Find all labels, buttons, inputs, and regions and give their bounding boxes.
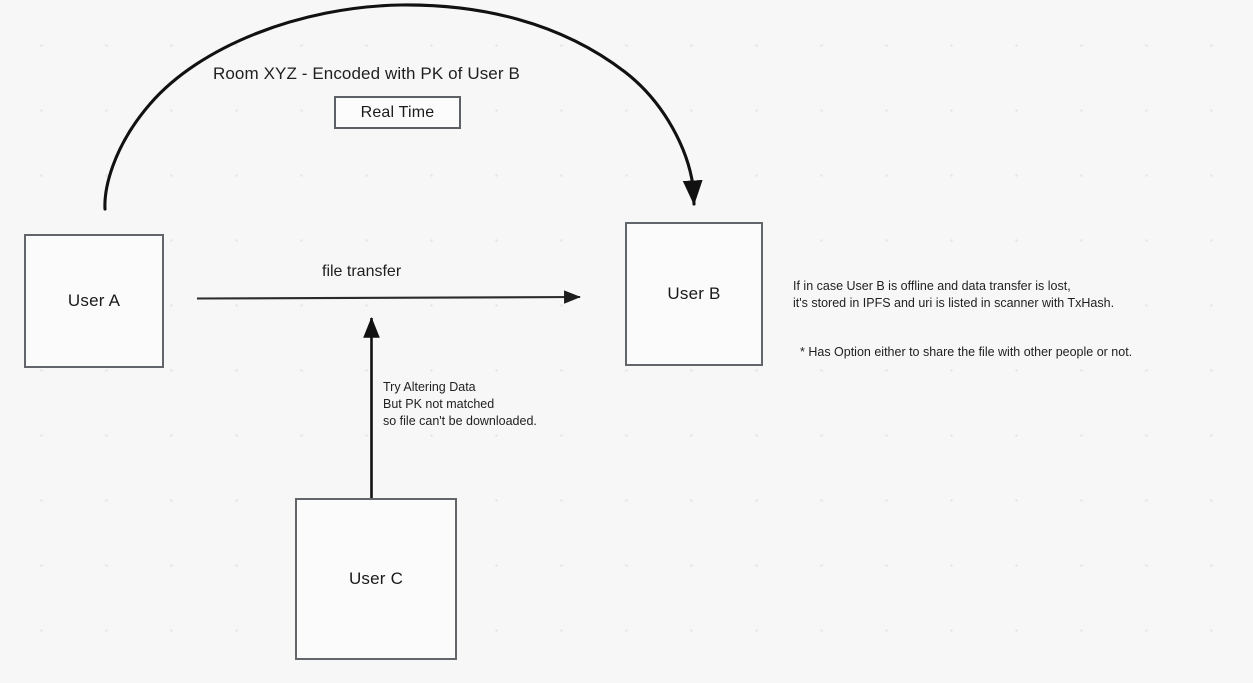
edge-arrow-file-transfer [196, 290, 581, 304]
node-user-a-label: User A [67, 291, 121, 310]
node-real-time[interactable]: Real Time [334, 96, 461, 129]
label-file-transfer: file transfer [322, 263, 402, 280]
label-offline-ipfs-note: If in case User B is offline and data tr… [793, 279, 1115, 310]
node-real-time-label: Real Time [360, 103, 435, 121]
label-alter-data-note: Try Altering Data But PK not matched so … [383, 380, 537, 428]
node-user-c-label: User C [348, 569, 404, 588]
node-user-b[interactable]: User B [625, 222, 763, 366]
label-share-option-note: * Has Option either to share the file wi… [800, 345, 1133, 359]
label-room-xyz: Room XYZ - Encoded with PK of User B [213, 64, 520, 83]
node-user-c[interactable]: User C [295, 498, 457, 660]
node-user-a[interactable]: User A [24, 234, 164, 368]
node-user-b-label: User B [667, 284, 721, 303]
